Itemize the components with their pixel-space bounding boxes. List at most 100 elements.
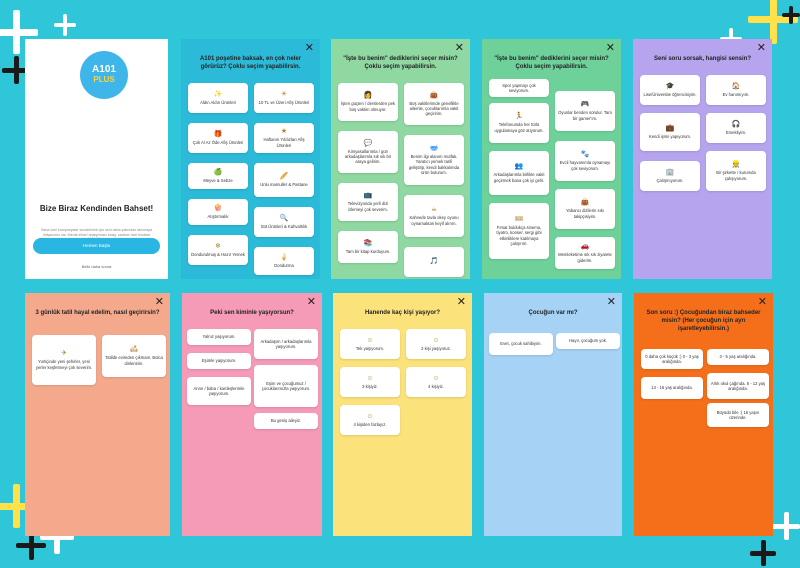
answer-option[interactable]: 🚗Memleketime sık sık ziyarete giderim. [555, 237, 615, 269]
answer-option[interactable]: 🥣Benim ilgi alanım mutfak. Yaratıcı yeme… [404, 135, 464, 185]
answer-option[interactable]: 🍦Dondurma [254, 247, 314, 275]
runner-icon: 🏃 [514, 113, 524, 121]
answer-option-label: 4 kişiyiz. [428, 383, 444, 389]
gift-icon: 🎁 [213, 130, 223, 138]
answer-option-label: 10 TL ve Üzeri Afiş Ürünleri [258, 99, 310, 105]
close-icon[interactable]: ✕ [606, 295, 616, 308]
close-icon[interactable]: ✕ [154, 295, 164, 308]
close-icon[interactable]: ✕ [757, 295, 767, 308]
answer-option[interactable]: 👩İşten güçten / derslerden pek boş vakti… [338, 83, 398, 121]
answer-option[interactable]: Spor yapmayı çok seviyorum. [489, 79, 549, 97]
answer-option[interactable]: 💼Kendi işimi yapıyorum. [640, 113, 700, 151]
answer-option[interactable]: 👜Yabancı dizilerin sıkı takipçisiyim. [555, 189, 615, 229]
close-icon[interactable]: ✕ [756, 41, 766, 54]
answer-option[interactable]: 🍿Atıştırmalık [188, 199, 248, 225]
plane-icon: ✈ [61, 350, 67, 358]
answer-option-label: Emekliyim. [725, 129, 747, 135]
grad-icon: 🎓 [665, 82, 675, 90]
answer-option[interactable]: 🛋Tatilde evimden çıkmam. Bolca dinleniri… [102, 335, 166, 377]
answer-option[interactable]: ☺2 kişi yaşıyoruz. [406, 329, 466, 359]
answer-option-label: Bu geniş aileyiz. [270, 418, 302, 424]
answer-option[interactable]: 👜Boş vakitlerimde genellikle ailemle, ço… [404, 83, 464, 125]
answer-option[interactable]: ☺3 kişiyiz. [340, 367, 400, 397]
close-icon[interactable]: ✕ [456, 295, 466, 308]
answer-option[interactable]: 🎁Çok Al Az Öde Afiş Ürünleri [188, 123, 248, 153]
answer-option[interactable]: 🎓Lise/Üniversite öğrencisiyim. [640, 75, 700, 105]
answer-option[interactable]: 🔍Süt Ürünleri & Kahvaltılık [254, 207, 314, 237]
answer-option-label: Arkadaşlarımla birlikte vakit geçirmek b… [493, 172, 545, 183]
close-icon[interactable]: ✕ [306, 295, 316, 308]
answer-option[interactable]: 🎟Fırsat buldukça sinema, tiyatro, konser… [489, 203, 549, 259]
icecream-icon: 🍦 [279, 253, 289, 261]
answer-option[interactable]: ☺4 kişiyiz. [406, 367, 466, 397]
answer-option[interactable]: ✨Aldın Aldın Ürünleri [188, 83, 248, 113]
answer-option[interactable]: 0 daha çok küçük :) 0 - 3 yaş aralığında… [641, 349, 703, 369]
survey-panel-lifestyle-2: ✕ "İşte bu benim" dediklerini seçer misi… [482, 39, 621, 279]
close-icon[interactable]: ✕ [454, 41, 464, 54]
answer-option[interactable]: 🐾Evcil hayvanımla oynamayı çok seviyorum… [555, 141, 615, 181]
close-icon[interactable]: ✕ [605, 41, 615, 54]
ticket-icon: 🎟 [514, 216, 524, 224]
survey-panel-lifestyle-1: ✕ "İşte bu benim" dediklerini seçer misi… [331, 39, 470, 279]
answer-option-label: Çok Al Az Öde Afiş Ürünleri [192, 139, 244, 145]
plus-decoration [0, 10, 38, 54]
answer-option[interactable]: 🏃Telefonumda her türlü uygulamaya göz at… [489, 103, 549, 143]
answer-option[interactable]: ☕Kahvede tavla okey oyunu oynamaktan key… [404, 195, 464, 237]
answer-option[interactable]: 🎮Oyunlar benden sorulur. Tam bir gamer'ı… [555, 91, 615, 131]
answer-option-label: Dondurma [274, 262, 294, 268]
answer-option[interactable]: Eşim ve çocuğumuz / çocuklarımızla yaşıy… [254, 365, 318, 407]
plus-decoration [16, 530, 46, 560]
later-link[interactable]: Belki daha sonra [81, 264, 112, 269]
answer-option-label: 13 - 16 yaş aralığında. [651, 385, 693, 391]
answer-option[interactable]: Arkadaşım / arkadaşlarımla yaşıyorum. [254, 329, 318, 359]
answer-option-label: 0 daha çok küçük :) 0 - 3 yaş aralığında… [645, 353, 699, 364]
answer-option[interactable]: Büyüdü bile :) 16 yaşın üzerinde. [707, 403, 769, 427]
close-icon[interactable]: ✕ [304, 41, 314, 54]
answer-option[interactable]: Evet, çocuk sahibiyim. [489, 333, 553, 355]
answer-option[interactable]: 13 - 16 yaş aralığında. [641, 377, 703, 399]
answer-option[interactable]: ❄Dondurulmuş & Hazır Yemek [188, 235, 248, 265]
answer-option[interactable]: Yalnız yaşıyorum. [187, 329, 251, 345]
answer-option[interactable]: Anne / baba / kardeşlerimle yaşıyorum. [187, 377, 251, 405]
start-button[interactable]: Hemen Başla [33, 238, 160, 254]
answer-option[interactable]: 🏠Ev hanımıyım. [706, 75, 766, 105]
answer-option-label: Dondurulmuş & Hazır Yemek [191, 251, 245, 257]
plus-decoration [2, 56, 30, 84]
answer-option[interactable]: ✈Yurtiçinde yeni şehirler, yeni yerler k… [32, 335, 96, 385]
survey-panel-shopping-bag: ✕ A101 poşetine baksak, en çok neler gör… [181, 39, 320, 279]
briefcase-icon: 💼 [665, 124, 675, 132]
answer-option[interactable]: Hayır, çocuğum yok. [556, 333, 620, 349]
answer-option[interactable]: 🍏Meyve & Sebze [188, 163, 248, 189]
tv-icon: 📺 [363, 192, 373, 200]
answer-option-label: Kendi işimi yapıyorum. [648, 133, 692, 139]
answer-option[interactable]: ☺Tek yaşıyorum. [340, 329, 400, 359]
answer-option[interactable]: Bu geniş aileyiz. [254, 413, 318, 429]
answer-option[interactable]: Artık okul çağında. 6 - 12 yaş aralığınd… [707, 373, 769, 399]
answer-option[interactable]: Eşimle yaşıyorum. [187, 353, 251, 369]
answer-option[interactable]: 📺Televizyonda yerli dizi izlemeyi çok se… [338, 183, 398, 221]
answer-option-label: Televizyonda yerli dizi izlemeyi çok sev… [347, 201, 389, 212]
frozen-icon: ❄ [215, 242, 221, 250]
answer-option-label: 2 kişi yaşıyoruz. [421, 345, 451, 351]
answer-option-label: 4 kişiden fazlayız. [353, 421, 387, 427]
answer-option[interactable]: 👥Arkadaşlarımla birlikte vakit geçirmek … [489, 151, 549, 195]
answer-option[interactable]: 💬Kimyasallarımla / gün arkadaşlarımla sı… [338, 131, 398, 173]
answer-option[interactable]: ☀10 TL ve Üzeri Afiş Ürünleri [254, 83, 314, 113]
face-icon: ☺ [432, 374, 440, 382]
answer-option[interactable]: 👷Bir şirkette / kurumda çalışıyorum. [706, 151, 766, 191]
bag-icon: 👜 [580, 199, 590, 207]
answer-option[interactable]: 📚Tam bir kitap kurduyum. [338, 231, 398, 263]
answer-option[interactable]: 🎵 [404, 247, 464, 277]
answer-option[interactable]: 🥖Unlu mamuller & Pastane [254, 163, 314, 197]
survey-panel-vacation: ✕ 3 günlük tatil hayal edelim, nasıl geç… [25, 293, 170, 536]
answer-option[interactable]: ★Haftanın Yıldızları Afiş Ürünleri [254, 123, 314, 153]
coffee-icon: ☕ [430, 206, 438, 214]
worker-icon: 👷 [731, 161, 741, 169]
answer-option-label: Yabancı dizilerin sıkı takipçisiyim. [565, 208, 605, 219]
answer-option-label: Süt Ürünleri & Kahvaltılık [260, 223, 308, 229]
face-icon: ☺ [432, 336, 440, 344]
answer-option[interactable]: 3 - 5 yaş aralığında. [707, 349, 769, 365]
answer-option[interactable]: 🎧Emekliyim. [706, 113, 766, 143]
answer-option[interactable]: ☺4 kişiden fazlayız. [340, 405, 400, 435]
answer-option[interactable]: 🏢Çalışmıyorum. [640, 161, 700, 191]
